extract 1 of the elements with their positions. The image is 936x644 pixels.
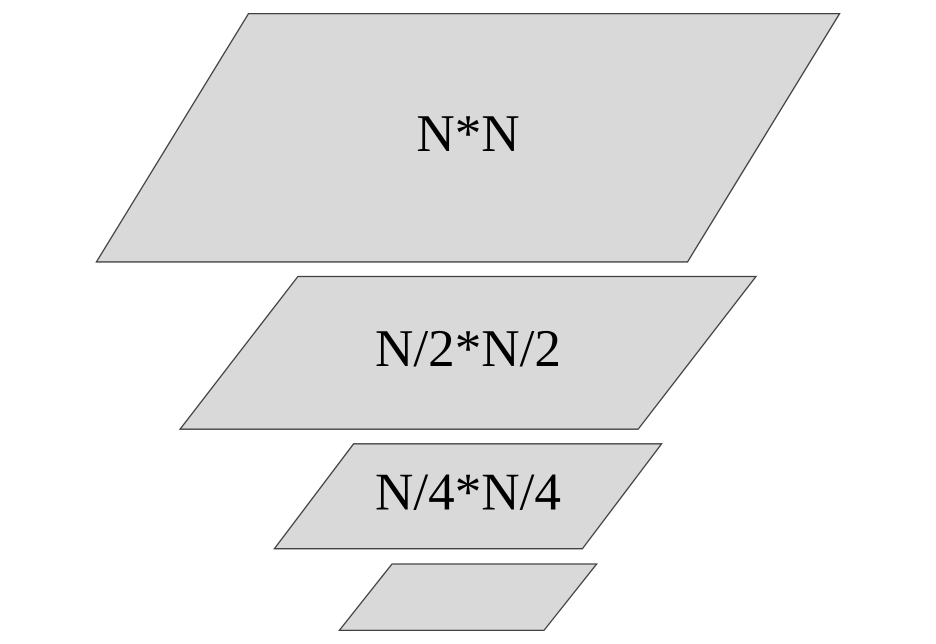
node-parallelogram <box>338 563 598 632</box>
